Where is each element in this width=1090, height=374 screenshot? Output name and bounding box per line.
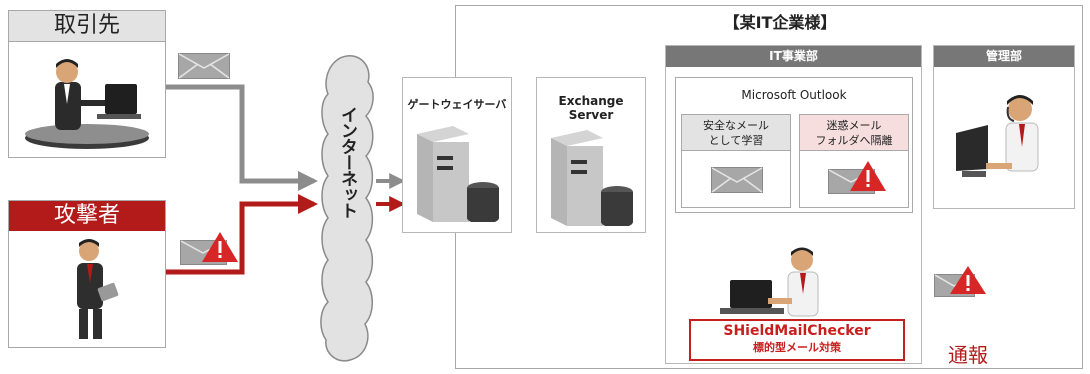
spam-mail-folder: 迷惑メール フォルダへ隔離 [799, 114, 909, 208]
gateway-server-panel: ゲートウェイサーバ [402, 77, 512, 233]
exchange-server-panel: Exchange Server [536, 77, 646, 233]
partner-label: 取引先 [9, 11, 165, 42]
safe-mail-folder: 安全なメール として学習 [681, 114, 791, 208]
safe-folder-header: 安全なメール として学習 [682, 115, 790, 151]
report-label: 通報 [948, 343, 988, 367]
exchange-label-line1: Exchange [558, 94, 624, 108]
partner-box: 取引先 [8, 10, 166, 158]
product-box: SHieldMailChecker 標的型メール対策 [689, 319, 905, 361]
server-tower-icon [417, 126, 499, 222]
spam-folder-line2: フォルダへ隔離 [815, 134, 893, 147]
outlook-window: Microsoft Outlook 安全なメール として学習 迷惑メール フォル… [675, 77, 913, 213]
safe-folder-line1: 安全なメール [703, 119, 769, 132]
server-tower-icon [551, 130, 633, 226]
gateway-label: ゲートウェイサーバ [407, 98, 507, 111]
spam-mail-icon [828, 161, 886, 194]
attacker-label: 攻撃者 [9, 201, 165, 231]
spam-folder-line1: 迷惑メール [826, 119, 882, 132]
attacker-with-tablet-icon [77, 239, 119, 339]
internet-cloud: インターネット [318, 52, 376, 364]
businessman-at-desk-icon [25, 59, 149, 149]
partner-mail-icon [178, 53, 230, 83]
it-user-at-pc-icon [720, 247, 819, 317]
exchange-label-line2: Server [568, 108, 614, 122]
company-title: 【某IT企業様】 [723, 13, 837, 32]
product-subtitle: 標的型メール対策 [753, 341, 841, 354]
safe-folder-line2: として学習 [708, 134, 764, 147]
outlook-title: Microsoft Outlook [741, 88, 847, 102]
attacker-box: 攻撃者 [8, 200, 166, 348]
admin-dept-title: 管理部 [934, 46, 1074, 67]
spam-folder-header: 迷惑メール フォルダへ隔離 [800, 115, 908, 151]
internet-label: インターネット [337, 106, 357, 218]
it-dept-title: IT事業部 [666, 46, 921, 67]
admin-operator-at-pc-icon [956, 95, 1039, 177]
safe-mail-icon [711, 167, 763, 193]
admin-dept-panel: 管理部 [933, 45, 1075, 209]
attacker-mail-icon [180, 232, 238, 270]
product-name: SHieldMailChecker [723, 323, 871, 339]
report-mail-icon [934, 266, 986, 302]
attacker-flow-arrow [165, 194, 318, 275]
partner-flow-arrow [165, 84, 318, 191]
